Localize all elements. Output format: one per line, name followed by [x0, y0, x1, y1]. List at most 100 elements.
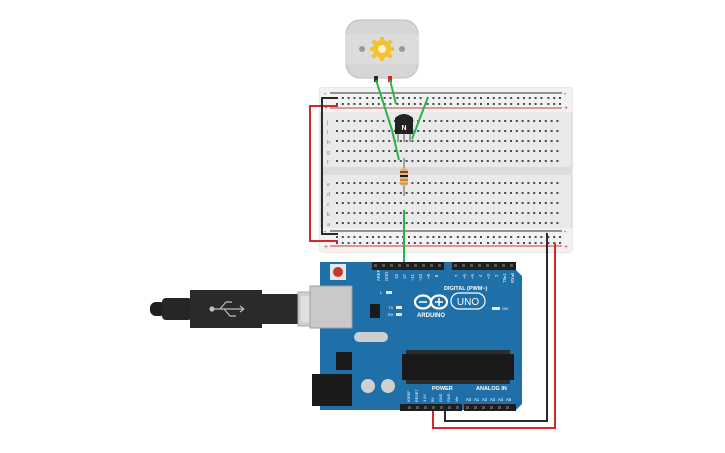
breadboard-hole: [492, 150, 495, 152]
breadboard-hole: [438, 242, 441, 244]
npn-transistor[interactable]: N: [395, 114, 413, 142]
breadboard-hole: [365, 202, 367, 204]
arduino-uno[interactable]: AREF GND 13 12 ~11 ~10 ~9 8 7 ~6 ~5 4 ~3…: [309, 262, 522, 411]
breadboard-hole: [539, 150, 541, 152]
breadboard-hole: [394, 182, 396, 184]
top-rail-plus-right: +: [564, 105, 568, 112]
wires[interactable]: [309, 79, 556, 429]
breadboard-hole: [377, 242, 380, 244]
svg-text:A4: A4: [498, 397, 504, 402]
breadboard-hole: [388, 212, 391, 214]
breadboard[interactable]: - + - + - + - + j i h g f e d c b a: [319, 87, 573, 253]
breadboard-hole: [396, 97, 399, 99]
breadboard-hole: [540, 103, 543, 105]
breadboard-hole: [452, 212, 454, 214]
svg-text:5V: 5V: [431, 397, 435, 402]
breadboard-hole: [365, 150, 367, 152]
breadboard-hole: [475, 202, 478, 204]
dc-motor[interactable]: [345, 19, 419, 82]
breadboard-hole: [475, 182, 478, 184]
breadboard-hole: [394, 212, 396, 214]
breadboard-hole: [510, 140, 512, 142]
breadboard-hole: [405, 192, 408, 194]
wire-motor-to-transistor[interactable]: [375, 79, 400, 161]
breadboard-hole: [544, 150, 547, 152]
usb-cable[interactable]: [150, 290, 321, 328]
breadboard-hole: [454, 264, 457, 267]
on-label: ON: [502, 306, 508, 311]
breadboard-hole: [523, 103, 525, 105]
breadboard-top-block: [336, 120, 559, 162]
breadboard-hole: [446, 160, 449, 162]
breadboard-hole: [469, 182, 472, 184]
breadboard-hole: [492, 212, 495, 214]
wire-gnd-to-rail[interactable]: [444, 233, 548, 422]
breadboard-hole: [533, 140, 536, 142]
breadboard-hole: [440, 202, 443, 204]
breadboard-hole: [463, 150, 466, 152]
breadboard-hole: [468, 103, 471, 105]
breadboard-hole: [359, 103, 362, 105]
l-label: L: [380, 290, 383, 295]
breadboard-hole: [474, 406, 477, 409]
breadboard-hole: [466, 406, 469, 409]
wire-left-rail-minus[interactable]: [321, 97, 338, 235]
breadboard-hole: [353, 160, 356, 162]
breadboard-hole: [498, 97, 501, 99]
breadboard-hole: [413, 97, 416, 99]
breadboard-hole: [446, 150, 449, 152]
breadboard-hole: [528, 242, 531, 244]
breadboard-hole: [444, 236, 446, 238]
breadboard-hole: [468, 242, 471, 244]
breadboard-hole: [539, 202, 541, 204]
wire-transistor-to-gnd[interactable]: [411, 96, 429, 140]
breadboard-hole: [521, 140, 524, 142]
rx-label: RX: [388, 312, 394, 317]
breadboard-hole: [341, 212, 344, 214]
breadboard-hole: [408, 406, 411, 409]
breadboard-hole: [376, 130, 379, 132]
breadboard-hole: [523, 236, 525, 238]
breadboard-hole: [539, 212, 541, 214]
breadboard-hole: [457, 130, 460, 132]
wire-motor-to-rail[interactable]: [389, 79, 397, 105]
breadboard-hole: [382, 160, 385, 162]
breadboard-hole: [388, 202, 391, 204]
breadboard-hole: [462, 97, 465, 99]
breadboard-hole: [521, 192, 524, 194]
reset-button[interactable]: [333, 267, 343, 277]
breadboard-hole: [428, 150, 431, 152]
svg-text:e: e: [327, 182, 330, 188]
breadboard-hole: [365, 160, 367, 162]
breadboard-hole: [475, 120, 478, 122]
breadboard-hole: [446, 202, 449, 204]
breadboard-hole: [504, 150, 507, 152]
breadboard-hole: [370, 222, 373, 224]
svg-text:A0: A0: [466, 397, 472, 402]
tx-led: [396, 306, 402, 309]
breadboard-hole: [388, 222, 391, 224]
breadboard-hole: [341, 202, 344, 204]
breadboard-hole: [413, 103, 416, 105]
resistor-icon[interactable]: [400, 158, 408, 196]
breadboard-hole: [521, 160, 524, 162]
breadboard-hole: [498, 212, 501, 214]
breadboard-hole: [365, 222, 367, 224]
wire-left-rail-plus[interactable]: [309, 105, 338, 242]
breadboard-hole: [411, 222, 414, 224]
wire-5v-to-rail[interactable]: [432, 243, 556, 429]
breadboard-hole: [559, 97, 561, 99]
breadboard-hole: [449, 236, 452, 238]
breadboard-hole: [424, 406, 427, 409]
breadboard-hole: [374, 264, 377, 267]
breadboard-hole: [521, 212, 524, 214]
breadboard-hole: [372, 242, 374, 244]
breadboard-hole: [411, 160, 414, 162]
breadboard-hole: [365, 120, 367, 122]
breadboard-hole: [527, 222, 530, 224]
breadboard-hole: [402, 103, 405, 105]
breadboard-hole: [428, 222, 431, 224]
breadboard-hole: [432, 103, 435, 105]
breadboard-hole: [452, 120, 454, 122]
breadboard-hole: [353, 150, 356, 152]
